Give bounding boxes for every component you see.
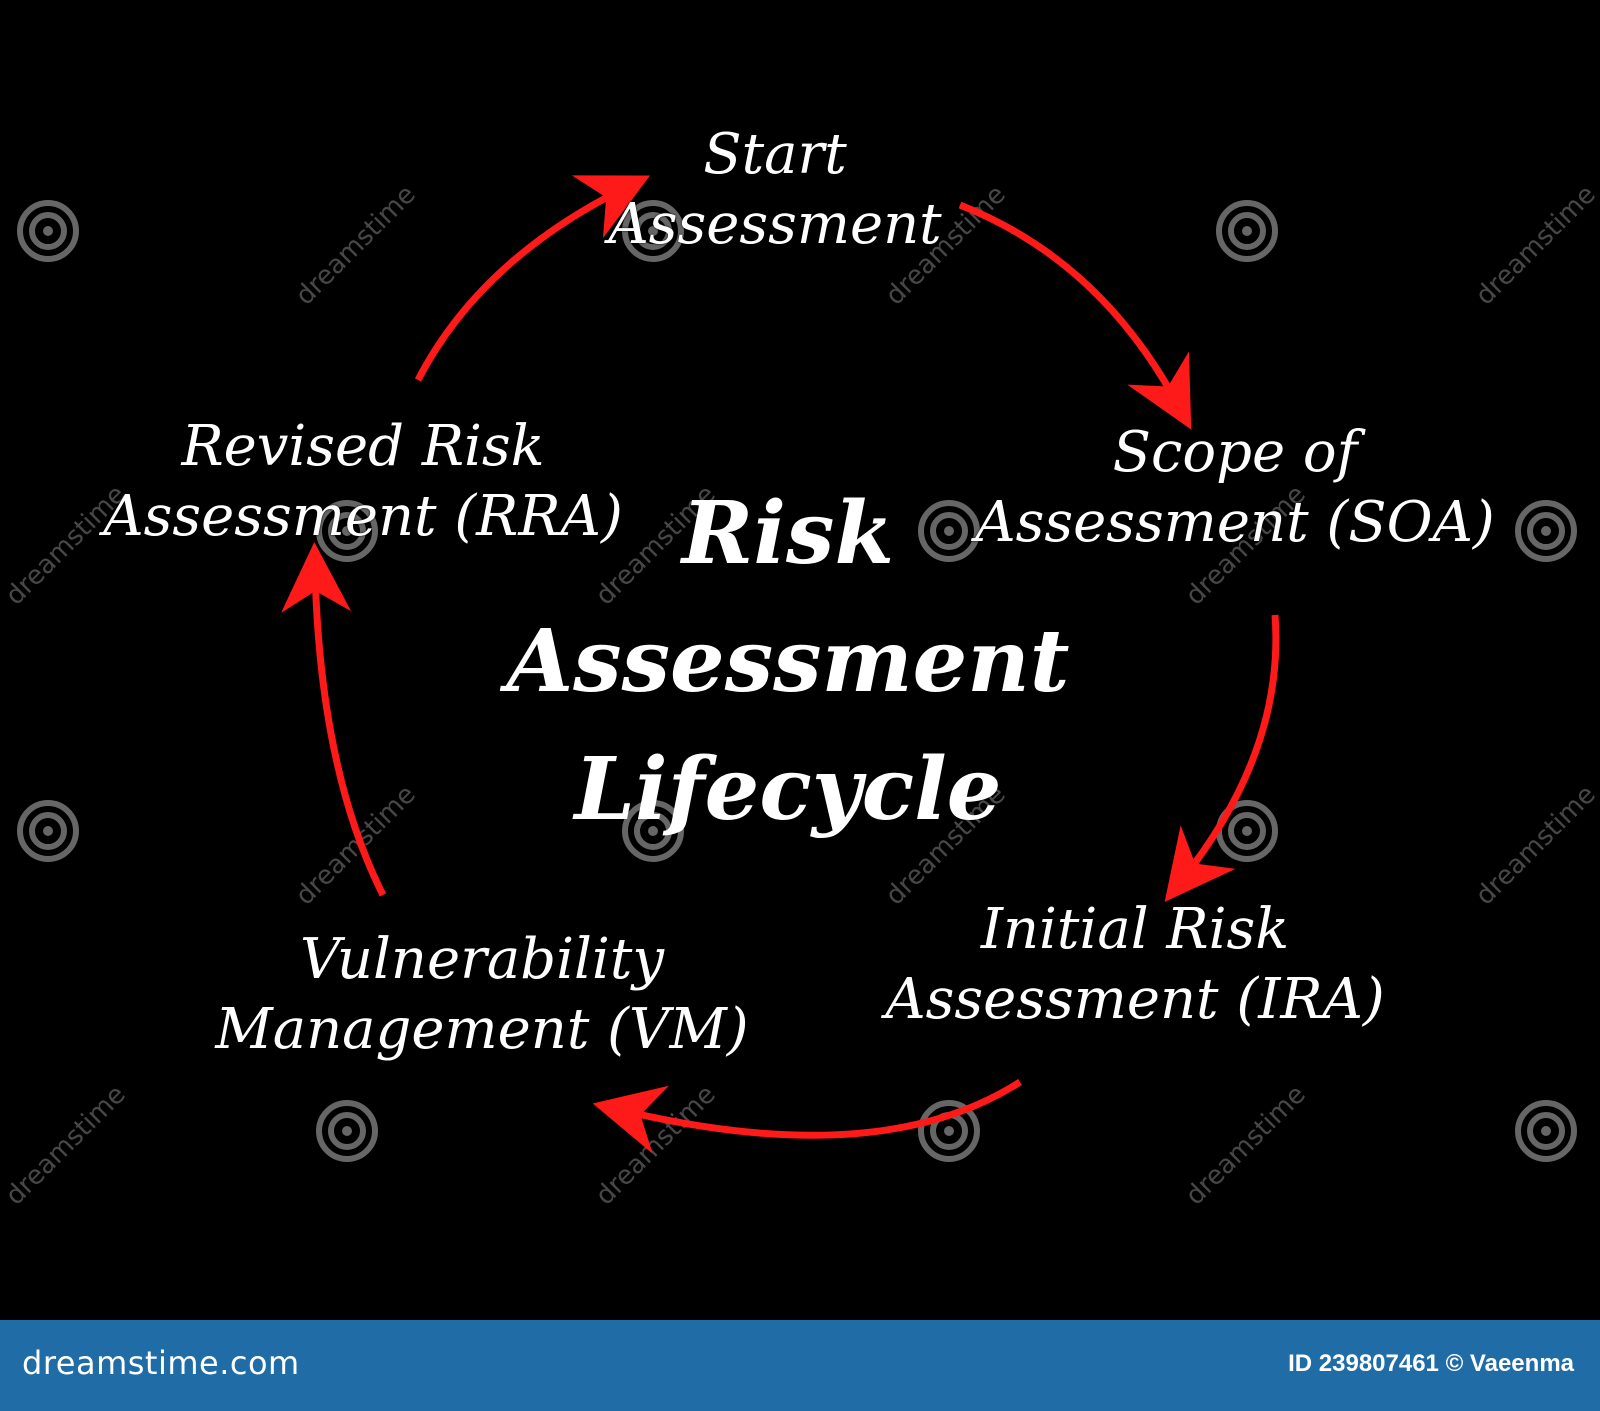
footer-image-id: ID 239807461 © Vaeenma (1288, 1350, 1574, 1377)
step-line: Start (703, 122, 847, 187)
step-vulnerability-management: Vulnerability Management (VM) (215, 925, 748, 1065)
footer-bar: dreamstime.com ID 239807461 © Vaeenma (0, 1320, 1600, 1411)
watermark-swirl-icon (918, 500, 980, 562)
center-title-line: Lifecycle (574, 739, 1002, 840)
step-start-assessment: Start Assessment (608, 120, 941, 260)
step-line: Assessment (RRA) (103, 484, 623, 549)
step-line: Vulnerability (300, 927, 664, 992)
watermark-swirl-icon (316, 1100, 378, 1162)
step-line: Assessment (IRA) (885, 967, 1385, 1032)
arrow-rra-to-start (414, 175, 651, 382)
center-title: Risk Assessment Lifecycle (506, 470, 1069, 854)
watermark-swirl-icon (17, 800, 79, 862)
step-scope-of-assessment: Scope of Assessment (SOA) (975, 418, 1495, 558)
step-line: Assessment (SOA) (975, 490, 1495, 555)
step-line: Revised Risk (181, 414, 545, 479)
arrow-ira-to-vm (592, 1079, 1022, 1154)
step-line: Initial Risk (980, 897, 1290, 962)
step-line: Assessment (608, 192, 942, 257)
center-title-line: Risk (681, 483, 895, 584)
step-line: Scope of (1112, 420, 1358, 485)
center-title-line: Assessment (506, 611, 1070, 712)
arrow-start-to-soa (958, 201, 1192, 430)
arrow-soa-to-ira (1164, 614, 1280, 902)
arrow-vm-to-rra (281, 542, 387, 897)
footer-site-logo[interactable]: dreamstime.com (22, 1344, 300, 1382)
watermark-swirl-icon (1515, 500, 1577, 562)
cycle-arrows (281, 175, 1280, 1154)
watermark-swirl-icon (1216, 200, 1278, 262)
watermark-swirl-icon (17, 200, 79, 262)
step-revised-risk-assessment: Revised Risk Assessment (RRA) (103, 412, 623, 552)
step-initial-risk-assessment: Initial Risk Assessment (IRA) (885, 895, 1385, 1035)
step-line: Management (VM) (215, 997, 749, 1062)
watermark-swirl-icon (622, 800, 684, 862)
watermark-swirl-icon (1515, 1100, 1577, 1162)
